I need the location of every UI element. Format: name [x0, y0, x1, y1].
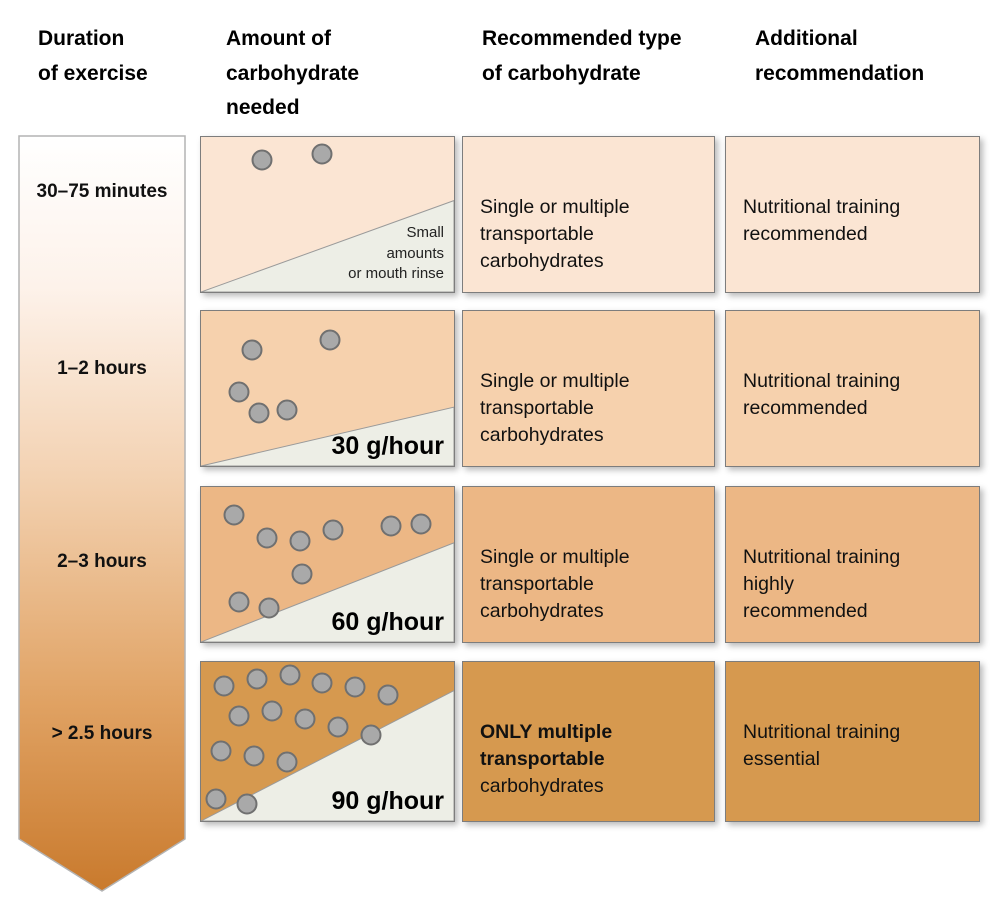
additional-box-row4: Nutritional training essential — [725, 661, 980, 822]
carb-dot — [344, 676, 366, 698]
type-box-row2: Single or multiple transportable carbohy… — [462, 310, 715, 467]
carb-dot — [248, 402, 270, 424]
duration-label-row3: 2–3 hours — [57, 551, 147, 572]
column-header-type: Recommended type of carbohydrate — [482, 27, 682, 85]
carb-dot — [291, 563, 313, 585]
column-header-duration: Duration of exercise — [38, 27, 148, 85]
dots-area-row1 — [201, 137, 454, 292]
wedge-shape — [201, 137, 454, 292]
carb-dot — [210, 740, 232, 762]
amount-box-row2: 30 g/hour — [200, 310, 455, 467]
dots-area-row4 — [201, 662, 454, 821]
additional-text: Nutritional training recommended — [743, 369, 901, 419]
carb-dot — [243, 745, 265, 767]
duration-label-row2: 1–2 hours — [57, 358, 147, 379]
carb-dot — [377, 684, 399, 706]
carb-dot — [289, 530, 311, 552]
additional-box-row1: Nutritional training recommended — [725, 136, 980, 293]
type-box-row1: Single or multiple transportable carbohy… — [462, 136, 715, 293]
wedge-shape — [201, 662, 454, 821]
additional-text: Nutritional training essential — [743, 720, 901, 770]
carb-dot — [279, 664, 301, 686]
carb-dot — [228, 591, 250, 613]
carb-dot — [251, 149, 273, 171]
wedge-shape — [201, 311, 454, 466]
dots-area-row3 — [201, 487, 454, 642]
duration-arrow — [18, 135, 186, 892]
column-header-amount: Amount of carbohydrate needed — [226, 27, 360, 120]
carb-dot — [258, 597, 280, 619]
carb-dot — [319, 329, 341, 351]
additional-text: Nutritional training highly recommended — [743, 545, 901, 622]
wedge-note: Small amounts or mouth rinse — [348, 224, 444, 282]
rate-label: 60 g/hour — [331, 608, 444, 636]
dots-area-row2 — [201, 311, 454, 466]
carb-dot — [223, 504, 245, 526]
type-box-row3: Single or multiple transportable carbohy… — [462, 486, 715, 643]
additional-box-row2: Nutritional training recommended — [725, 310, 980, 467]
type-text: carbohydrates — [480, 774, 604, 797]
column-header-additional: Additional recommendation — [755, 27, 925, 85]
type-text: Single or multiple transportable carbohy… — [480, 369, 630, 446]
carb-dot — [228, 705, 250, 727]
type-text: Single or multiple transportable carbohy… — [480, 195, 630, 272]
carb-dot — [241, 339, 263, 361]
duration-label-row1: 30–75 minutes — [36, 181, 168, 202]
additional-box-row3: Nutritional training highly recommended — [725, 486, 980, 643]
carb-dot — [261, 700, 283, 722]
duration-label-row4: > 2.5 hours — [51, 723, 153, 744]
carb-dot — [311, 143, 333, 165]
carb-dot — [294, 708, 316, 730]
carb-dot — [311, 672, 333, 694]
rate-label: 90 g/hour — [331, 787, 444, 815]
carb-dot — [410, 513, 432, 535]
type-text-strong: ONLY multiple transportable — [480, 720, 613, 770]
amount-box-row1: Small amounts or mouth rinse — [200, 136, 455, 293]
type-text: Single or multiple transportable carbohy… — [480, 545, 630, 622]
additional-text: Nutritional training recommended — [743, 195, 901, 245]
carb-dot — [256, 527, 278, 549]
type-box-row4: ONLY multiple transportable carbohydrate… — [462, 661, 715, 822]
carb-dot — [213, 675, 235, 697]
carb-dot — [276, 399, 298, 421]
carb-dot — [236, 793, 258, 814]
carb-dot — [380, 515, 402, 537]
carb-dot — [322, 519, 344, 541]
amount-box-row4: 90 g/hour — [200, 661, 455, 822]
carb-dot — [327, 716, 349, 738]
carb-dot — [205, 788, 227, 810]
carb-dot — [360, 724, 381, 746]
rate-label: 30 g/hour — [331, 432, 444, 460]
carb-dot — [246, 668, 268, 690]
carb-dot — [276, 751, 298, 773]
carb-dot — [228, 381, 250, 403]
amount-box-row3: 60 g/hour — [200, 486, 455, 643]
